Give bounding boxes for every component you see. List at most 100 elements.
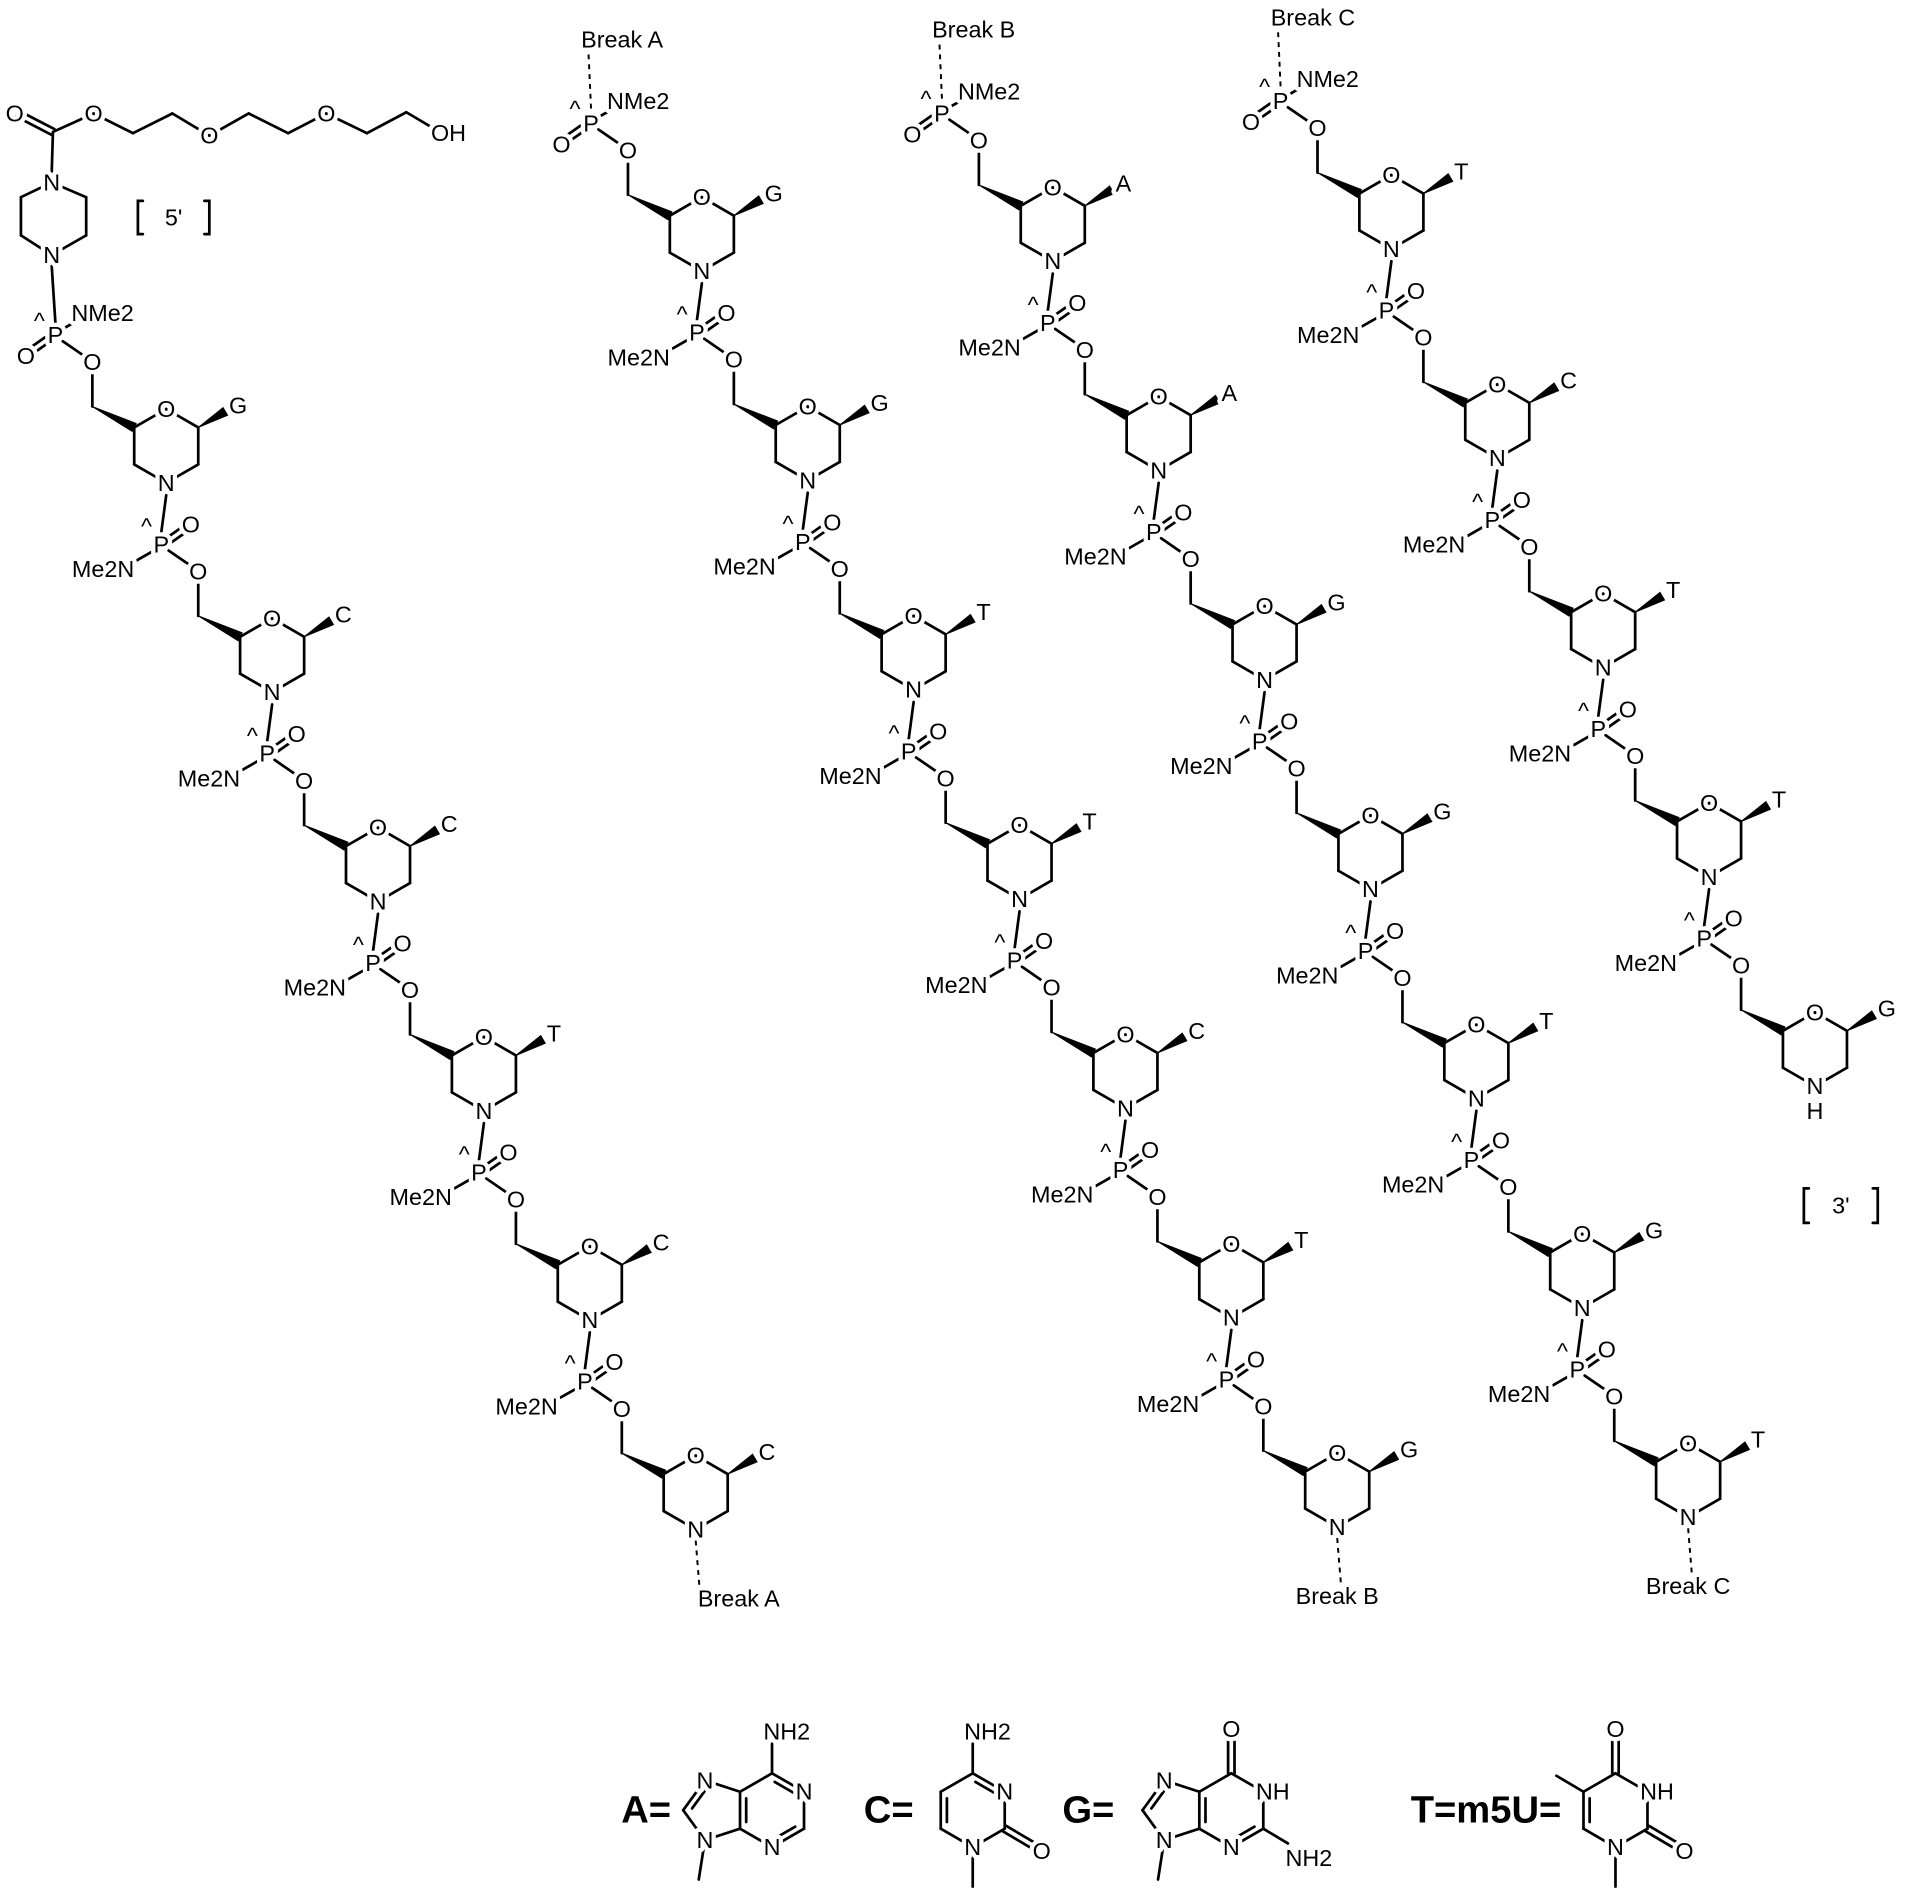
dimethylamino-group: Me2N (819, 763, 881, 789)
stereo-mark: ^ (1239, 710, 1250, 736)
p-o-double-bond (1605, 713, 1617, 722)
p-o-double-bond (1499, 504, 1511, 513)
break-dashed-bond (589, 54, 591, 108)
break-dashed-bond (1688, 1528, 1692, 1574)
oxo-oxygen: O (182, 512, 200, 538)
stereo-mark: ^ (1345, 919, 1356, 945)
thymine-legend-label: T=m5U= (1411, 1789, 1562, 1832)
phosphorus-atom: P (1464, 1147, 1480, 1173)
oxo-oxygen: O (288, 721, 306, 747)
nucleobase-label: G (1400, 1436, 1418, 1462)
ring-nitrogen: N (1680, 1504, 1697, 1530)
phosphorus-atom: P (1007, 948, 1023, 974)
ring-nitrogen: N (475, 1098, 492, 1124)
oxo-oxygen: O (929, 719, 947, 745)
linker-bond (406, 112, 433, 128)
thymine-n1: N (1607, 1834, 1624, 1860)
adenine-amino: NH2 (763, 1718, 810, 1744)
base-wedge-bond (1529, 383, 1558, 403)
dimethylamino-group: NMe2 (958, 78, 1020, 104)
base-wedge-bond (1614, 1233, 1643, 1253)
ester-oxygen: O (619, 137, 637, 163)
dimethylamino-group: Me2N (1297, 322, 1359, 348)
dimethylamino-group: Me2N (390, 1184, 452, 1210)
p-o-bond (1055, 329, 1075, 343)
ester-oxygen: O (613, 1396, 631, 1422)
p-n-bond (1680, 945, 1697, 955)
amino-bond (1263, 1829, 1288, 1844)
stereo-mark: ^ (141, 513, 152, 539)
dimethylamino-group: Me2N (1170, 753, 1232, 779)
p-o-bond (1288, 107, 1308, 121)
ester-oxygen: O (1076, 337, 1094, 363)
ring-oxygen: O (1222, 1231, 1240, 1257)
n-p-bond (1492, 471, 1497, 508)
guanine-legend-label: G= (1062, 1789, 1114, 1832)
n-p-bond (1154, 483, 1159, 520)
break-label-bottom: Break B (1296, 1583, 1379, 1609)
nucleobase-label: T (1539, 1008, 1553, 1034)
ring-nitrogen: N (905, 677, 922, 703)
break-dashed-bond (1278, 32, 1280, 86)
dimethylamino-group: Me2N (284, 975, 346, 1001)
oxo-oxygen: O (1035, 928, 1053, 954)
break-dashed-bond (696, 1541, 700, 1587)
p-n-bond (990, 967, 1007, 977)
adenine-n7: N (696, 1767, 713, 1793)
ring-nitrogen: N (1489, 445, 1506, 471)
oxo-oxygen: O (1513, 487, 1531, 513)
p-o-bond (704, 339, 724, 353)
ring-oxygen: O (1010, 812, 1028, 838)
nucleobase-label: C (758, 1439, 775, 1465)
break-label-bottom: Break C (1646, 1573, 1730, 1599)
nucleobase-label: T (1454, 158, 1468, 184)
ring-nitrogen: N (693, 258, 710, 284)
p-n-bond (243, 760, 260, 770)
nucleobase-label: C (441, 811, 458, 837)
p-o-bond (1394, 317, 1414, 331)
ring-oxygen: O (1044, 174, 1062, 200)
p-n-bond (1096, 1176, 1113, 1186)
n-p-bond (1260, 692, 1265, 729)
nucleobase-label: G (1878, 996, 1896, 1022)
ch2-wedge-bond (1614, 1441, 1658, 1466)
dimethylamino-group: Me2N (1403, 531, 1465, 557)
ch2-wedge-bond (198, 616, 242, 641)
dimethylamino-group: Me2N (72, 556, 134, 582)
cytosine-legend-label: C= (864, 1789, 914, 1832)
ch2-wedge-bond (622, 1453, 666, 1478)
phosphorus-atom: P (1590, 716, 1606, 742)
nucleobase-label: T (1294, 1227, 1308, 1253)
ch2-wedge-bond (628, 195, 672, 220)
break-label-top: Break B (932, 17, 1015, 43)
stereo-mark: ^ (1259, 73, 1270, 99)
stereo-mark: ^ (34, 307, 45, 333)
ch2-wedge-bond (92, 407, 136, 432)
base-wedge-bond (622, 1245, 651, 1265)
p-o-double-bond (1021, 944, 1033, 953)
nucleobase-label: A (1116, 171, 1132, 197)
n-p-bond (1366, 902, 1371, 939)
stereo-mark: ^ (570, 96, 581, 122)
carbonyl-oxygen: O (6, 100, 24, 126)
p-o-bond (1234, 1385, 1254, 1399)
p-o-bond (63, 341, 83, 355)
p-n-bond (1468, 526, 1485, 536)
five-prime-label: 5' (165, 205, 182, 231)
nucleobase-label: T (547, 1020, 561, 1046)
dimethylamino-group: Me2N (1031, 1182, 1093, 1208)
n-p-bond (697, 283, 702, 320)
thymine-o4: O (1606, 1716, 1624, 1742)
stereo-mark: ^ (783, 511, 794, 537)
ester-oxygen: O (725, 347, 743, 373)
break-dashed-bond (939, 45, 941, 99)
oxo-oxygen: O (1407, 278, 1425, 304)
stereo-mark: ^ (247, 722, 258, 748)
n-p-bond (803, 493, 808, 530)
ring-oxygen: O (1467, 1012, 1485, 1038)
p-o-bond (1373, 957, 1393, 971)
p-n-bond (1202, 1385, 1219, 1395)
oxo-oxygen: O (1619, 696, 1637, 722)
nucleobase-label: G (765, 181, 783, 207)
ch2-wedge-bond (1052, 1032, 1096, 1057)
